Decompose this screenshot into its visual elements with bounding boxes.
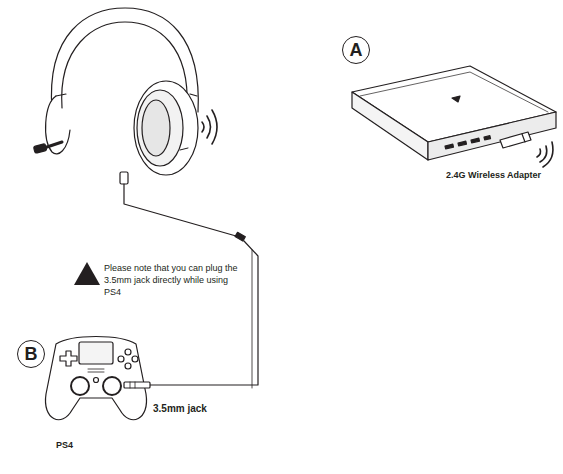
microphone-boom	[44, 142, 62, 148]
callout-circle: B	[17, 340, 45, 368]
laptop-port	[445, 144, 453, 149]
ear-cup-cushion	[137, 90, 183, 166]
audio-jack-rings	[130, 382, 135, 388]
callout-circle: A	[342, 36, 370, 64]
ear-cup	[134, 81, 198, 175]
controller-body	[45, 337, 146, 420]
face-button	[132, 356, 138, 362]
ear-cup-plate	[142, 100, 170, 156]
sound-waves	[202, 110, 217, 144]
cable-line	[124, 184, 236, 236]
usb-plug	[120, 172, 128, 184]
wireless-adapter	[500, 132, 531, 148]
laptop-port	[458, 141, 466, 146]
adapter-label: 2.4G Wireless Adapter	[446, 170, 541, 181]
headset	[33, 8, 217, 175]
ps-button	[94, 378, 99, 383]
cable-line	[150, 241, 258, 385]
d-pad	[60, 351, 77, 366]
wireless-adapter-tip	[522, 134, 525, 142]
laptop-side	[428, 112, 556, 160]
analog-stick	[71, 377, 89, 395]
ear-cup-logo	[180, 148, 188, 150]
cable-splitter	[235, 232, 245, 241]
face-button	[118, 356, 124, 362]
microphone-tip	[33, 144, 46, 154]
jack-label: 3.5mm jack	[153, 403, 207, 415]
audio-jack-plug	[124, 382, 150, 388]
laptop-front	[352, 92, 428, 160]
callout-letter: A	[350, 41, 363, 59]
touchpad	[79, 342, 113, 364]
face-button	[125, 363, 131, 369]
laptop-edge	[360, 72, 548, 112]
face-button	[125, 349, 131, 355]
callout-letter: B	[25, 345, 38, 363]
laptop	[352, 66, 556, 167]
laptop-port	[471, 138, 479, 143]
laptop-port	[484, 136, 491, 140]
analog-stick	[103, 377, 121, 395]
warning-triangle	[74, 262, 100, 285]
device-label: PS4	[56, 440, 73, 451]
ps4-controller	[45, 337, 150, 420]
cable-line	[252, 250, 253, 388]
laptop-logo	[452, 96, 460, 102]
note-text: Please note that you can plug the 3.5mm …	[104, 262, 244, 298]
touchpad-speaker	[88, 369, 104, 372]
sound-waves	[537, 142, 553, 167]
